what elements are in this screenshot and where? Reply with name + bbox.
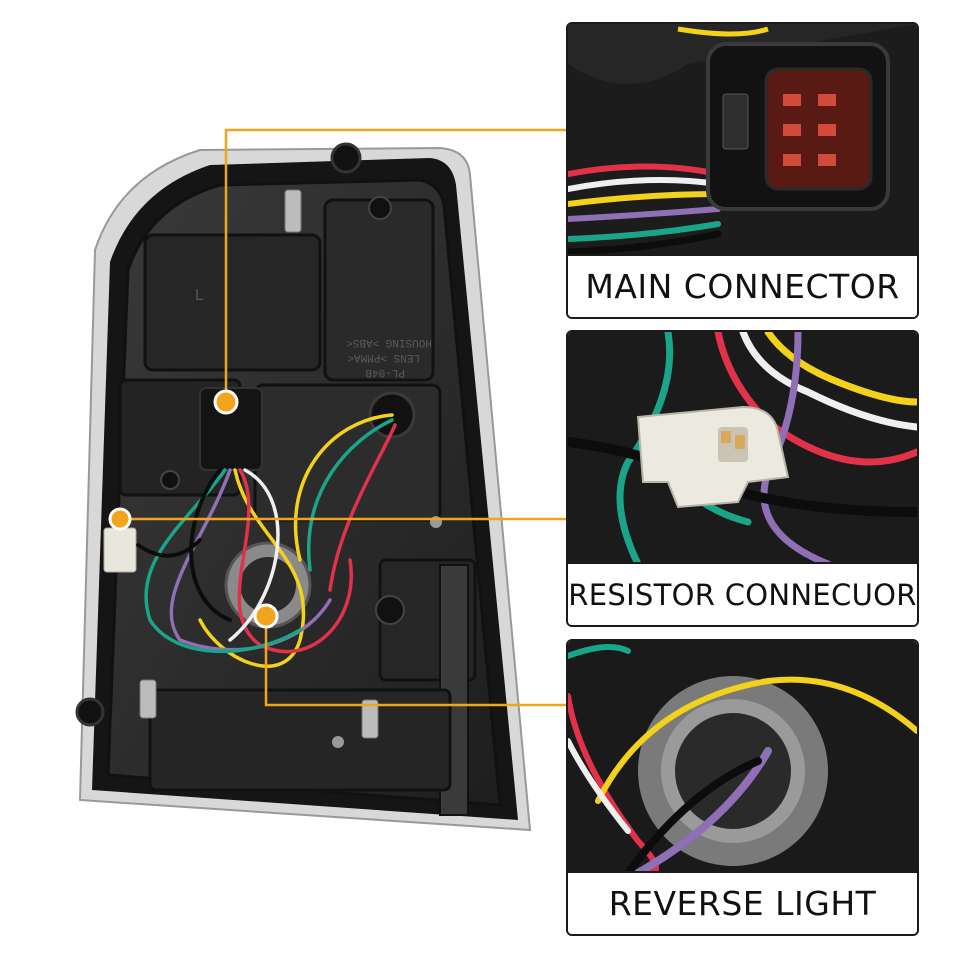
leader-line-reverse-light bbox=[264, 616, 566, 707]
svg-text:HOUSING >ABS<: HOUSING >ABS< bbox=[346, 336, 432, 348]
mounting-stud bbox=[284, 189, 302, 233]
caption-main-connector: MAIN CONNECTOR bbox=[568, 254, 917, 317]
resistor-connector-plug bbox=[103, 527, 137, 573]
caption-resistor-connector: RESISTOR CONNECUOR bbox=[568, 562, 917, 625]
screw bbox=[368, 196, 392, 220]
mounting-stud bbox=[361, 699, 379, 739]
svg-text:PL-04B: PL-04B bbox=[365, 366, 405, 378]
leader-lines bbox=[120, 128, 566, 707]
grommet bbox=[75, 697, 105, 727]
reverse-light-closeup bbox=[568, 641, 917, 873]
callout-panel-main-connector: MAIN CONNECTOR bbox=[566, 22, 919, 319]
callout-dot-resistor-connector bbox=[108, 507, 132, 531]
mounting-stud bbox=[139, 679, 157, 719]
leader-line-main-connector bbox=[224, 128, 566, 402]
caption-reverse-light: REVERSE LIGHT bbox=[568, 871, 917, 934]
resistor-connector-closeup bbox=[568, 332, 917, 564]
svg-text:LENS >PMMA<: LENS >PMMA< bbox=[347, 351, 420, 363]
housing-embossed-text: PL-04B LENS >PMMA< HOUSING >ABS< bbox=[346, 336, 432, 378]
callout-panel-resistor-connector: RESISTOR CONNECUOR bbox=[566, 330, 919, 627]
callout-panel-reverse-light: REVERSE LIGHT bbox=[566, 639, 919, 936]
callout-dot-reverse-light bbox=[253, 603, 279, 629]
housing-left-mark: L bbox=[195, 287, 204, 304]
callout-dot-main-connector bbox=[213, 389, 239, 415]
grommet bbox=[330, 142, 362, 174]
screw bbox=[160, 470, 180, 490]
callout-markers bbox=[108, 389, 279, 629]
main-connector-closeup bbox=[568, 24, 917, 256]
wire-harness bbox=[136, 413, 397, 668]
housing-block bbox=[143, 233, 322, 372]
screw bbox=[332, 736, 344, 748]
screw bbox=[375, 595, 405, 625]
